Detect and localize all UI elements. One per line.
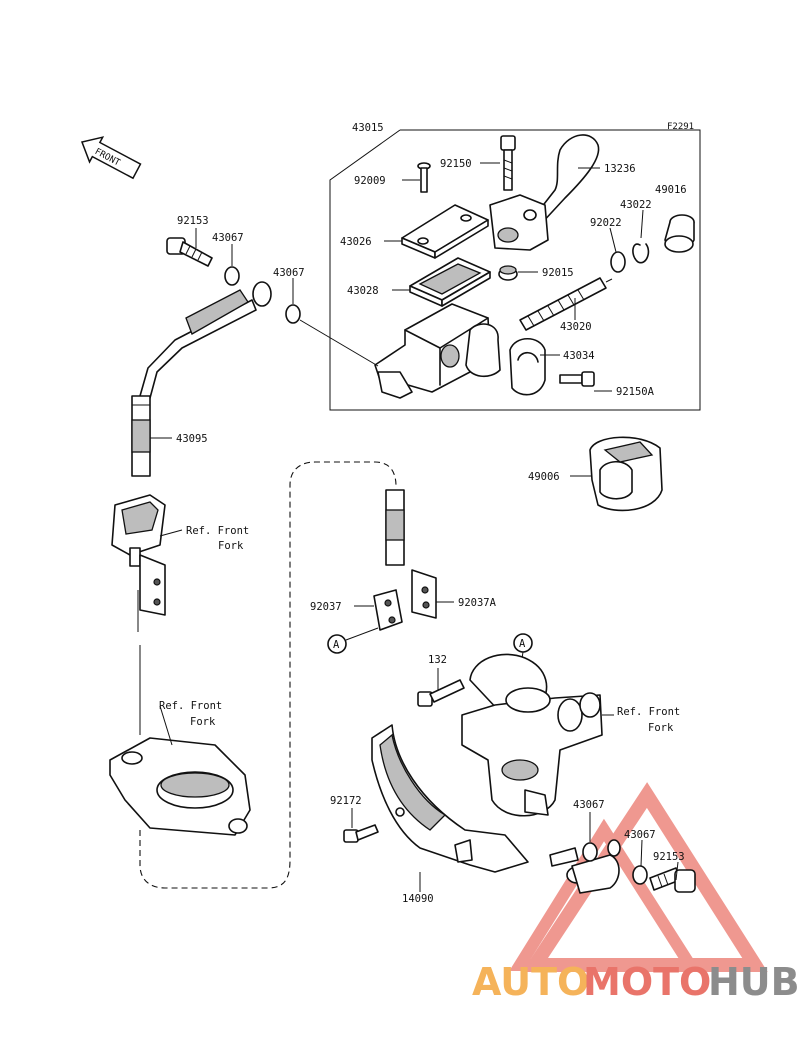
guard-14090 (371, 724, 529, 873)
label-92153-top: 92153 (177, 215, 209, 227)
label-43067-bot2: 43067 (624, 829, 656, 841)
clamp-92037 (373, 589, 403, 631)
label-92037A: 92037A (458, 597, 497, 609)
label-ref-front-fork-1b: Fork (218, 540, 244, 552)
washer-43067-mid (285, 304, 301, 324)
label-43095: 43095 (176, 433, 208, 445)
label-92037: 92037 (310, 601, 342, 613)
label-43022: 43022 (620, 199, 652, 211)
label-ref-front-fork-1a: Ref. Front (186, 525, 249, 537)
label-43028: 43028 (347, 285, 379, 297)
label-ref-front-fork-3b: Fork (648, 722, 674, 734)
label-92022: 92022 (590, 217, 622, 229)
label-92153-bottom: 92153 (653, 851, 685, 863)
label-14090: 14090 (402, 893, 434, 905)
bolt-92150A (559, 371, 595, 387)
washer-43067-bot2 (632, 865, 648, 885)
label-ref-front-fork-3a: Ref. Front (617, 706, 680, 718)
label-43026: 43026 (340, 236, 372, 248)
svg-text:A: A (519, 638, 526, 650)
watermark-auto: AUTO (472, 960, 589, 1004)
boot-49016 (664, 214, 695, 253)
hose-43095 (131, 281, 272, 477)
fork-bracket-lower-left (109, 645, 251, 836)
label-92015: 92015 (542, 267, 574, 279)
banjo-fitting-lower (549, 839, 621, 894)
piston-43020 (519, 277, 613, 331)
hose-guide-upper-left (111, 494, 166, 632)
label-43020: 43020 (560, 321, 592, 333)
label-43034: 43034 (563, 350, 595, 362)
front-arrow-icon: FRONT (80, 136, 142, 180)
label-92150: 92150 (440, 158, 472, 170)
label-49006: 49006 (528, 471, 560, 483)
diagram-code: F2291 (667, 122, 694, 132)
brake-caliper (461, 653, 603, 817)
watermark-hub: HUB (708, 960, 800, 1004)
label-ref-front-fork-2b: Fork (190, 716, 216, 728)
routing-outline (139, 461, 397, 889)
washer-92022 (610, 251, 626, 273)
clamp-92037A (411, 569, 437, 619)
label-49016: 49016 (655, 184, 687, 196)
svg-text:A: A (333, 639, 340, 651)
clamp-43034 (509, 337, 546, 396)
cover-49006 (589, 436, 663, 512)
bolt-132 (417, 679, 465, 707)
assembly-box-43015 (329, 129, 701, 411)
label-43067-bot1: 43067 (573, 799, 605, 811)
hose-lower (385, 489, 405, 566)
label-92150A: 92150A (616, 386, 655, 398)
label-13236: 13236 (604, 163, 636, 175)
screw-92009 (417, 162, 431, 193)
banjo-bolt-92153-top (166, 237, 213, 267)
label-43067-mid: 43067 (273, 267, 305, 279)
diaphragm-43028 (409, 257, 491, 307)
marker-a-left: A (327, 627, 379, 654)
label-ref-front-fork-2a: Ref. Front (159, 700, 222, 712)
bolt-92172 (343, 824, 379, 843)
label-43067-top: 43067 (212, 232, 244, 244)
banjo-bolt-92153-bottom (649, 867, 696, 893)
lever-13236 (489, 134, 600, 251)
label-92172: 92172 (330, 795, 362, 807)
circlip-43022 (632, 243, 650, 264)
label-43015: 43015 (352, 122, 384, 134)
label-132: 132 (428, 654, 447, 666)
master-cylinder-body (374, 303, 501, 399)
bolt-92150 (500, 135, 516, 191)
seal-92015 (498, 265, 518, 281)
cap-43026 (401, 204, 489, 259)
watermark-text: AUTO MOTO HUB (472, 960, 800, 1004)
label-92009: 92009 (354, 175, 386, 187)
washer-43067-top (224, 266, 240, 286)
washer-43067-bot1 (582, 842, 598, 862)
watermark-moto: MOTO (583, 960, 711, 1004)
